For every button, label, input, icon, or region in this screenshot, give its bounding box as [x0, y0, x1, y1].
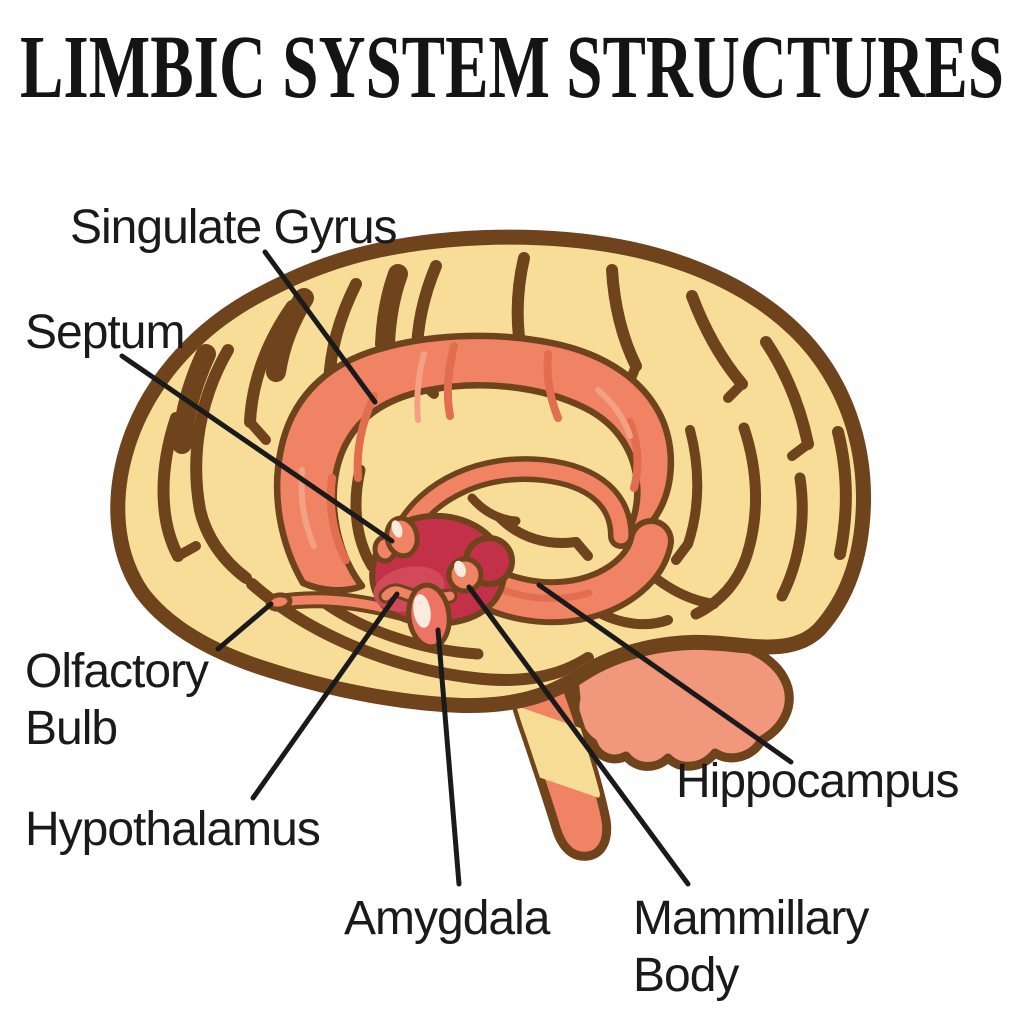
- septum-pointer-line: [119, 353, 395, 544]
- brain-stem-shape: [486, 651, 619, 856]
- hypothalamus-label: Hypothalamus: [25, 803, 320, 856]
- singulate-gyrus-pointer-line: [262, 249, 378, 405]
- septum-label: Septum: [25, 306, 184, 359]
- cingulate-texture: [298, 342, 642, 564]
- amygdala-label: Amygdala: [344, 892, 551, 945]
- mammillary-body-shape: [446, 556, 484, 594]
- mammillary-body-pointer-line: [466, 584, 691, 887]
- hypothalamus-pointer-line: [250, 591, 400, 801]
- fornix-shape: [391, 456, 634, 549]
- olfactory-bulb-pointer-line: [215, 601, 274, 652]
- diagram-title: LIMBIC SYSTEM STRUCTURES: [20, 18, 1004, 117]
- hippocampus-pointer-line: [536, 582, 794, 765]
- hippocampus-label: Hippocampus: [676, 755, 958, 808]
- singulate-gyrus-label: Singulate Gyrus: [70, 201, 397, 254]
- amygdala-pointer-line: [435, 627, 462, 887]
- pointer-lines-layer: [119, 249, 794, 887]
- hippocampus-shape: [447, 518, 674, 626]
